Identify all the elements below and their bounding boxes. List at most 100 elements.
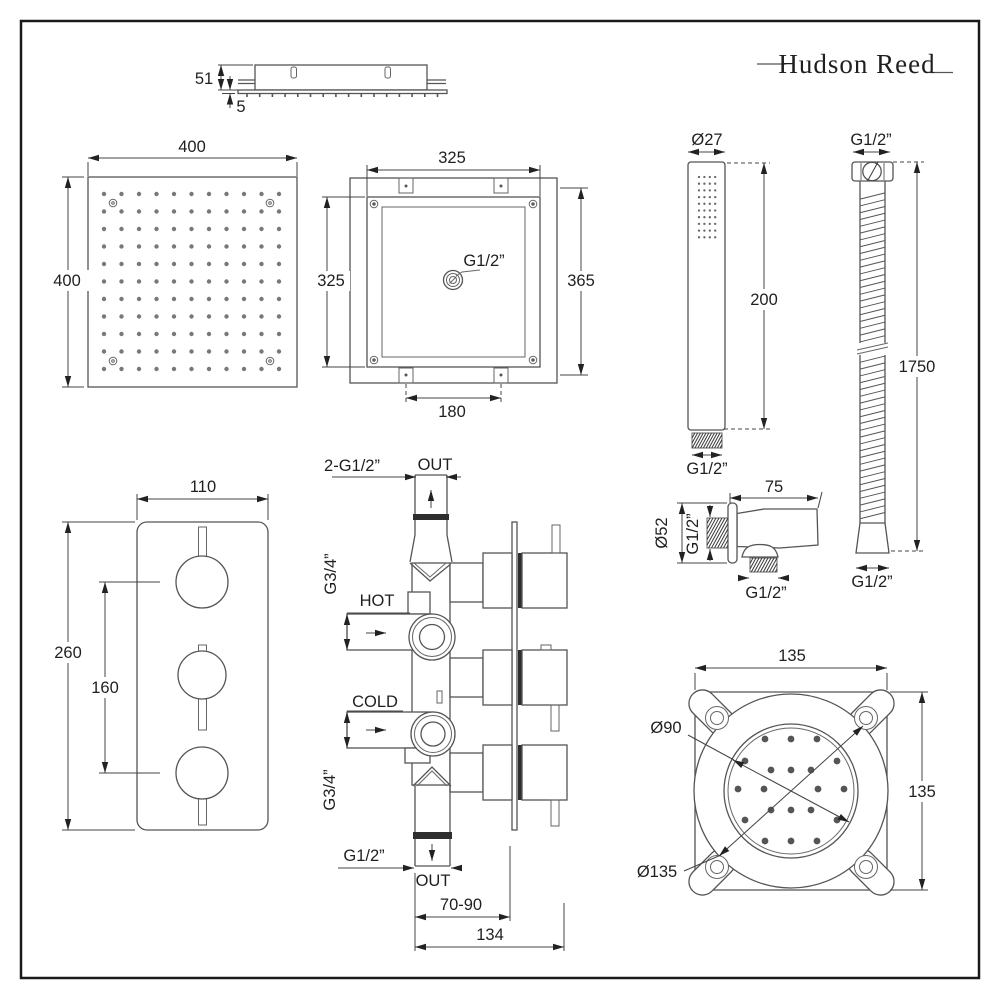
nozzle-dot: [206, 314, 212, 319]
nozzle-dot: [276, 331, 282, 337]
thread-hatch: [706, 517, 723, 546]
dim-arrowhead: [738, 574, 749, 582]
nozzle-dot: [276, 349, 282, 354]
dim-arrowhead: [918, 879, 926, 890]
dim-arrowhead: [499, 913, 510, 921]
dim-arrowhead: [856, 564, 867, 572]
dim-arrowhead: [375, 629, 386, 637]
dim-arrowhead: [101, 582, 109, 593]
dim-arrowhead: [375, 726, 386, 734]
nozzle-dot: [119, 191, 124, 197]
dim-arrowhead: [913, 540, 921, 551]
nozzle-dot: [119, 261, 124, 267]
nozzle-dot: [276, 244, 282, 249]
nozzle-dot: [101, 314, 107, 319]
nozzle-dot: [697, 195, 701, 199]
thread-hatch: [749, 557, 757, 570]
dim-arrowhead: [427, 490, 435, 501]
dim-arrowhead: [852, 726, 863, 736]
nozzle-dot: [813, 735, 821, 743]
hose-rib: [860, 253, 885, 261]
nozzle-dot: [224, 244, 229, 249]
thread-hatch: [768, 557, 778, 573]
hose-rib: [860, 410, 885, 418]
nozzle-dot: [136, 226, 142, 232]
nozzle-dot: [714, 195, 717, 199]
nozzle-dot: [171, 191, 177, 197]
dim-elbow-width: 75: [765, 478, 783, 496]
nozzle-dot: [814, 785, 822, 793]
hose-rib: [860, 246, 885, 254]
body-jet-view: Ø90 Ø135 135 135: [637, 647, 944, 896]
dim-arrowhead: [711, 451, 722, 459]
valve-trim-plate-view: 110 260 160: [46, 478, 269, 831]
nozzle-dot: [171, 261, 177, 267]
valve-cold-label: COLD: [352, 693, 398, 711]
dim-plate-width: 110: [190, 478, 216, 496]
dim-arrowhead: [678, 503, 686, 514]
nozzle-dot: [241, 261, 247, 267]
nozzle-dot: [189, 244, 194, 249]
thread-hatch: [711, 432, 721, 449]
dim-arrowhead: [415, 913, 426, 921]
dim-arrowhead: [730, 494, 741, 502]
thread-hatch: [717, 528, 729, 549]
thread-hatch: [708, 517, 726, 549]
hose-rib: [860, 457, 885, 465]
dim-arrowhead: [323, 197, 331, 208]
frame-connection: [442, 269, 481, 291]
hose-rib: [860, 471, 885, 479]
nozzle-dot: [119, 226, 124, 232]
jet-nozzles: [734, 735, 848, 845]
dim-frame-width: 325: [438, 149, 466, 167]
hose-rib: [860, 382, 885, 390]
nozzle-dot: [136, 209, 142, 214]
nozzle-dot: [259, 244, 264, 249]
nozzle-dot: [241, 244, 247, 249]
dim-side-height: 51: [195, 70, 213, 88]
frame-screws: [369, 199, 538, 365]
nozzle-dot: [276, 279, 282, 284]
nozzle-dot: [136, 331, 142, 337]
nozzle-dot: [224, 261, 229, 267]
nozzle-dot: [101, 244, 107, 249]
nozzle-dot: [761, 837, 769, 845]
hose-bottom-thread-label: G1/2”: [851, 573, 892, 591]
valve-cartridge-2: [449, 644, 568, 732]
dim-arrowhead: [918, 692, 926, 703]
hand-shower-view: Ø27 200 G1/2”: [686, 131, 787, 478]
nozzle-dot: [714, 182, 717, 185]
dim-arrowhead: [695, 664, 706, 672]
dim-arrowhead: [226, 79, 234, 90]
dim-arrowhead: [217, 65, 225, 76]
nozzle-dot: [171, 209, 177, 214]
dim-arrowhead: [137, 495, 148, 503]
nozzle-dot: [703, 189, 706, 192]
dim-arrowhead: [343, 712, 351, 723]
nozzle-dot: [189, 366, 194, 372]
thread-hatch: [691, 432, 701, 449]
hose-rib: [860, 240, 885, 248]
valve-hot-thread-label: G3/4”: [322, 553, 340, 594]
hose-rib: [860, 206, 885, 214]
nozzle-dot: [189, 331, 194, 337]
hose-rib: [860, 505, 885, 513]
nozzle-dot: [171, 244, 177, 249]
nozzle-dot: [714, 216, 717, 219]
nozzle-dot: [101, 209, 107, 214]
dim-wand-length: 200: [750, 291, 778, 309]
dim-arrowhead: [286, 154, 297, 162]
hose-rib: [860, 335, 885, 343]
nozzle-dot: [741, 816, 749, 824]
nozzle-dot: [276, 209, 282, 214]
nozzle-dot: [171, 331, 177, 337]
nozzle-dot: [241, 279, 247, 284]
thread-hatch: [706, 517, 720, 541]
nozzle-dot: [119, 314, 124, 319]
hose-rib: [860, 355, 885, 363]
nozzle-dot: [206, 244, 212, 249]
dim-arrowhead: [343, 639, 351, 650]
nozzle-dot: [697, 182, 701, 185]
dim-arrowhead: [529, 166, 540, 174]
nozzle-dot: [708, 195, 711, 199]
